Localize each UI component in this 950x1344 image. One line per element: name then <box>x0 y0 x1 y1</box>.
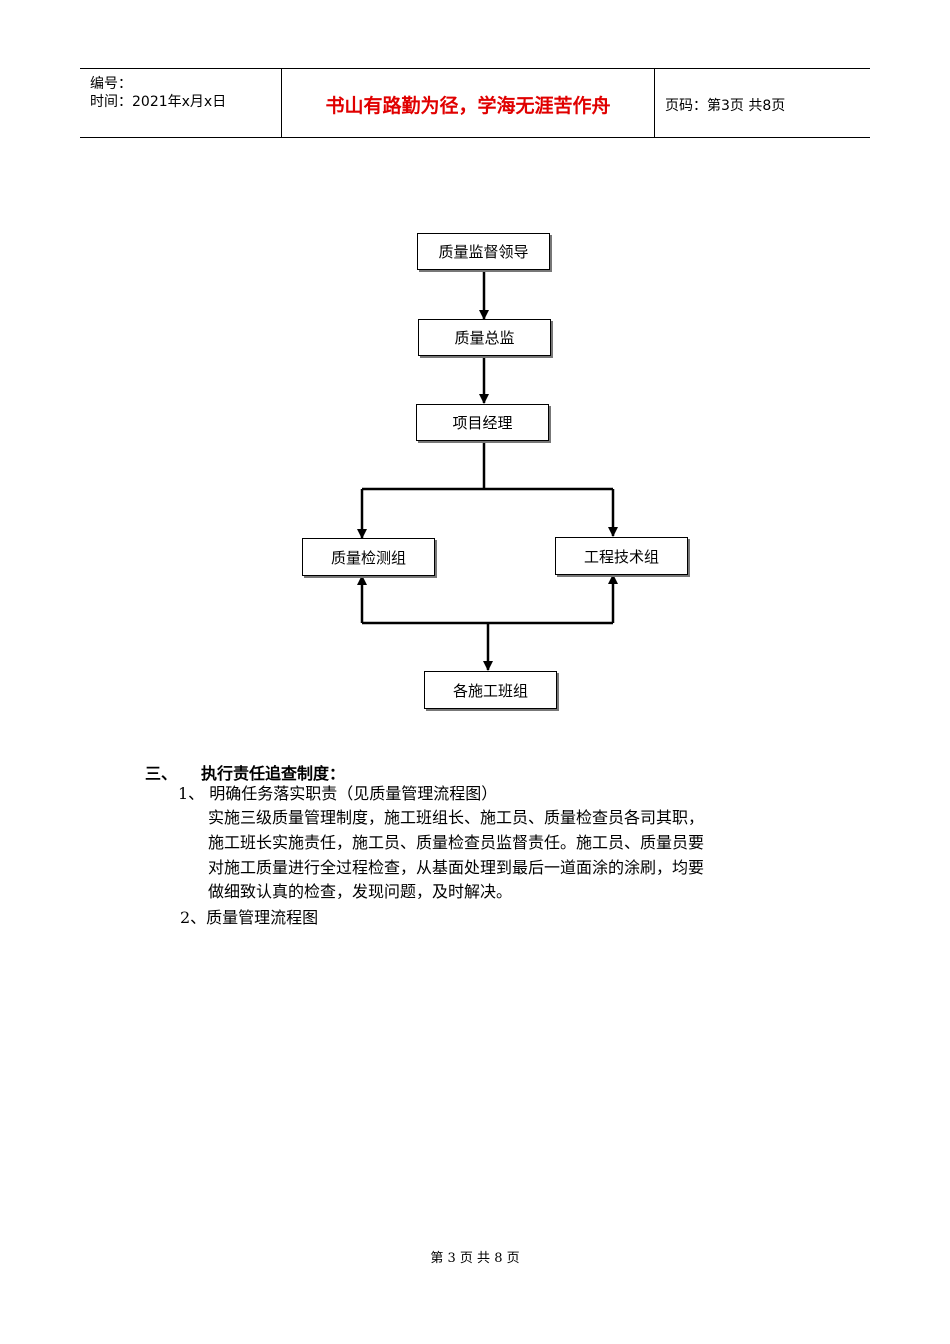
flow-node-inspection: 质量检测组 <box>302 538 435 576</box>
item1-title: 1、 明确任务落实职责（见质量管理流程图） <box>178 784 498 803</box>
header-middle-cell: 书山有路勤为径，学海无涯苦作舟 <box>281 69 655 137</box>
flow-node-manager: 项目经理 <box>416 404 549 441</box>
section-title: 执行责任追查制度： <box>201 764 346 783</box>
page-footer: 第 3 页 共 8 页 <box>430 1251 520 1266</box>
flow-node-leader: 质量监督领导 <box>417 233 550 270</box>
paragraph-line-3: 对施工质量进行全过程检查，从基面处理到最后一道面涂的涂刷，均要 <box>208 858 705 877</box>
flowchart-connectors <box>357 270 618 671</box>
section-number: 三、 <box>145 764 178 783</box>
section-heading: 三、 执行责任追查制度： <box>145 760 345 784</box>
document-number-label: 编号： <box>90 76 132 92</box>
header-left-cell: 编号： 时间：2021年x月x日 <box>80 69 280 137</box>
paragraph-line-2: 施工班长实施责任，施工员、质量检查员监督责任。施工员、质量员要 <box>208 833 705 852</box>
flow-node-chief: 质量总监 <box>418 319 551 356</box>
header-motto: 书山有路勤为径，学海无涯苦作舟 <box>325 95 611 117</box>
flow-node-crews: 各施工班组 <box>424 671 557 709</box>
paragraph-line-4: 做细致认真的检查，发现问题，及时解决。 <box>208 882 513 901</box>
header-right-cell: 页码：第3页 共8页 <box>655 69 870 137</box>
item2-title: 2、质量管理流程图 <box>180 908 319 927</box>
paragraph-line-1: 实施三级质量管理制度，施工班组长、施工员、质量检查员各司其职， <box>208 808 705 827</box>
document-time-label: 时间：2021年x月x日 <box>90 94 227 110</box>
header-page-code: 页码：第3页 共8页 <box>665 98 786 114</box>
flow-node-engineering: 工程技术组 <box>555 537 688 575</box>
header-table: 编号： 时间：2021年x月x日 书山有路勤为径，学海无涯苦作舟 页码：第3页 … <box>80 68 870 138</box>
